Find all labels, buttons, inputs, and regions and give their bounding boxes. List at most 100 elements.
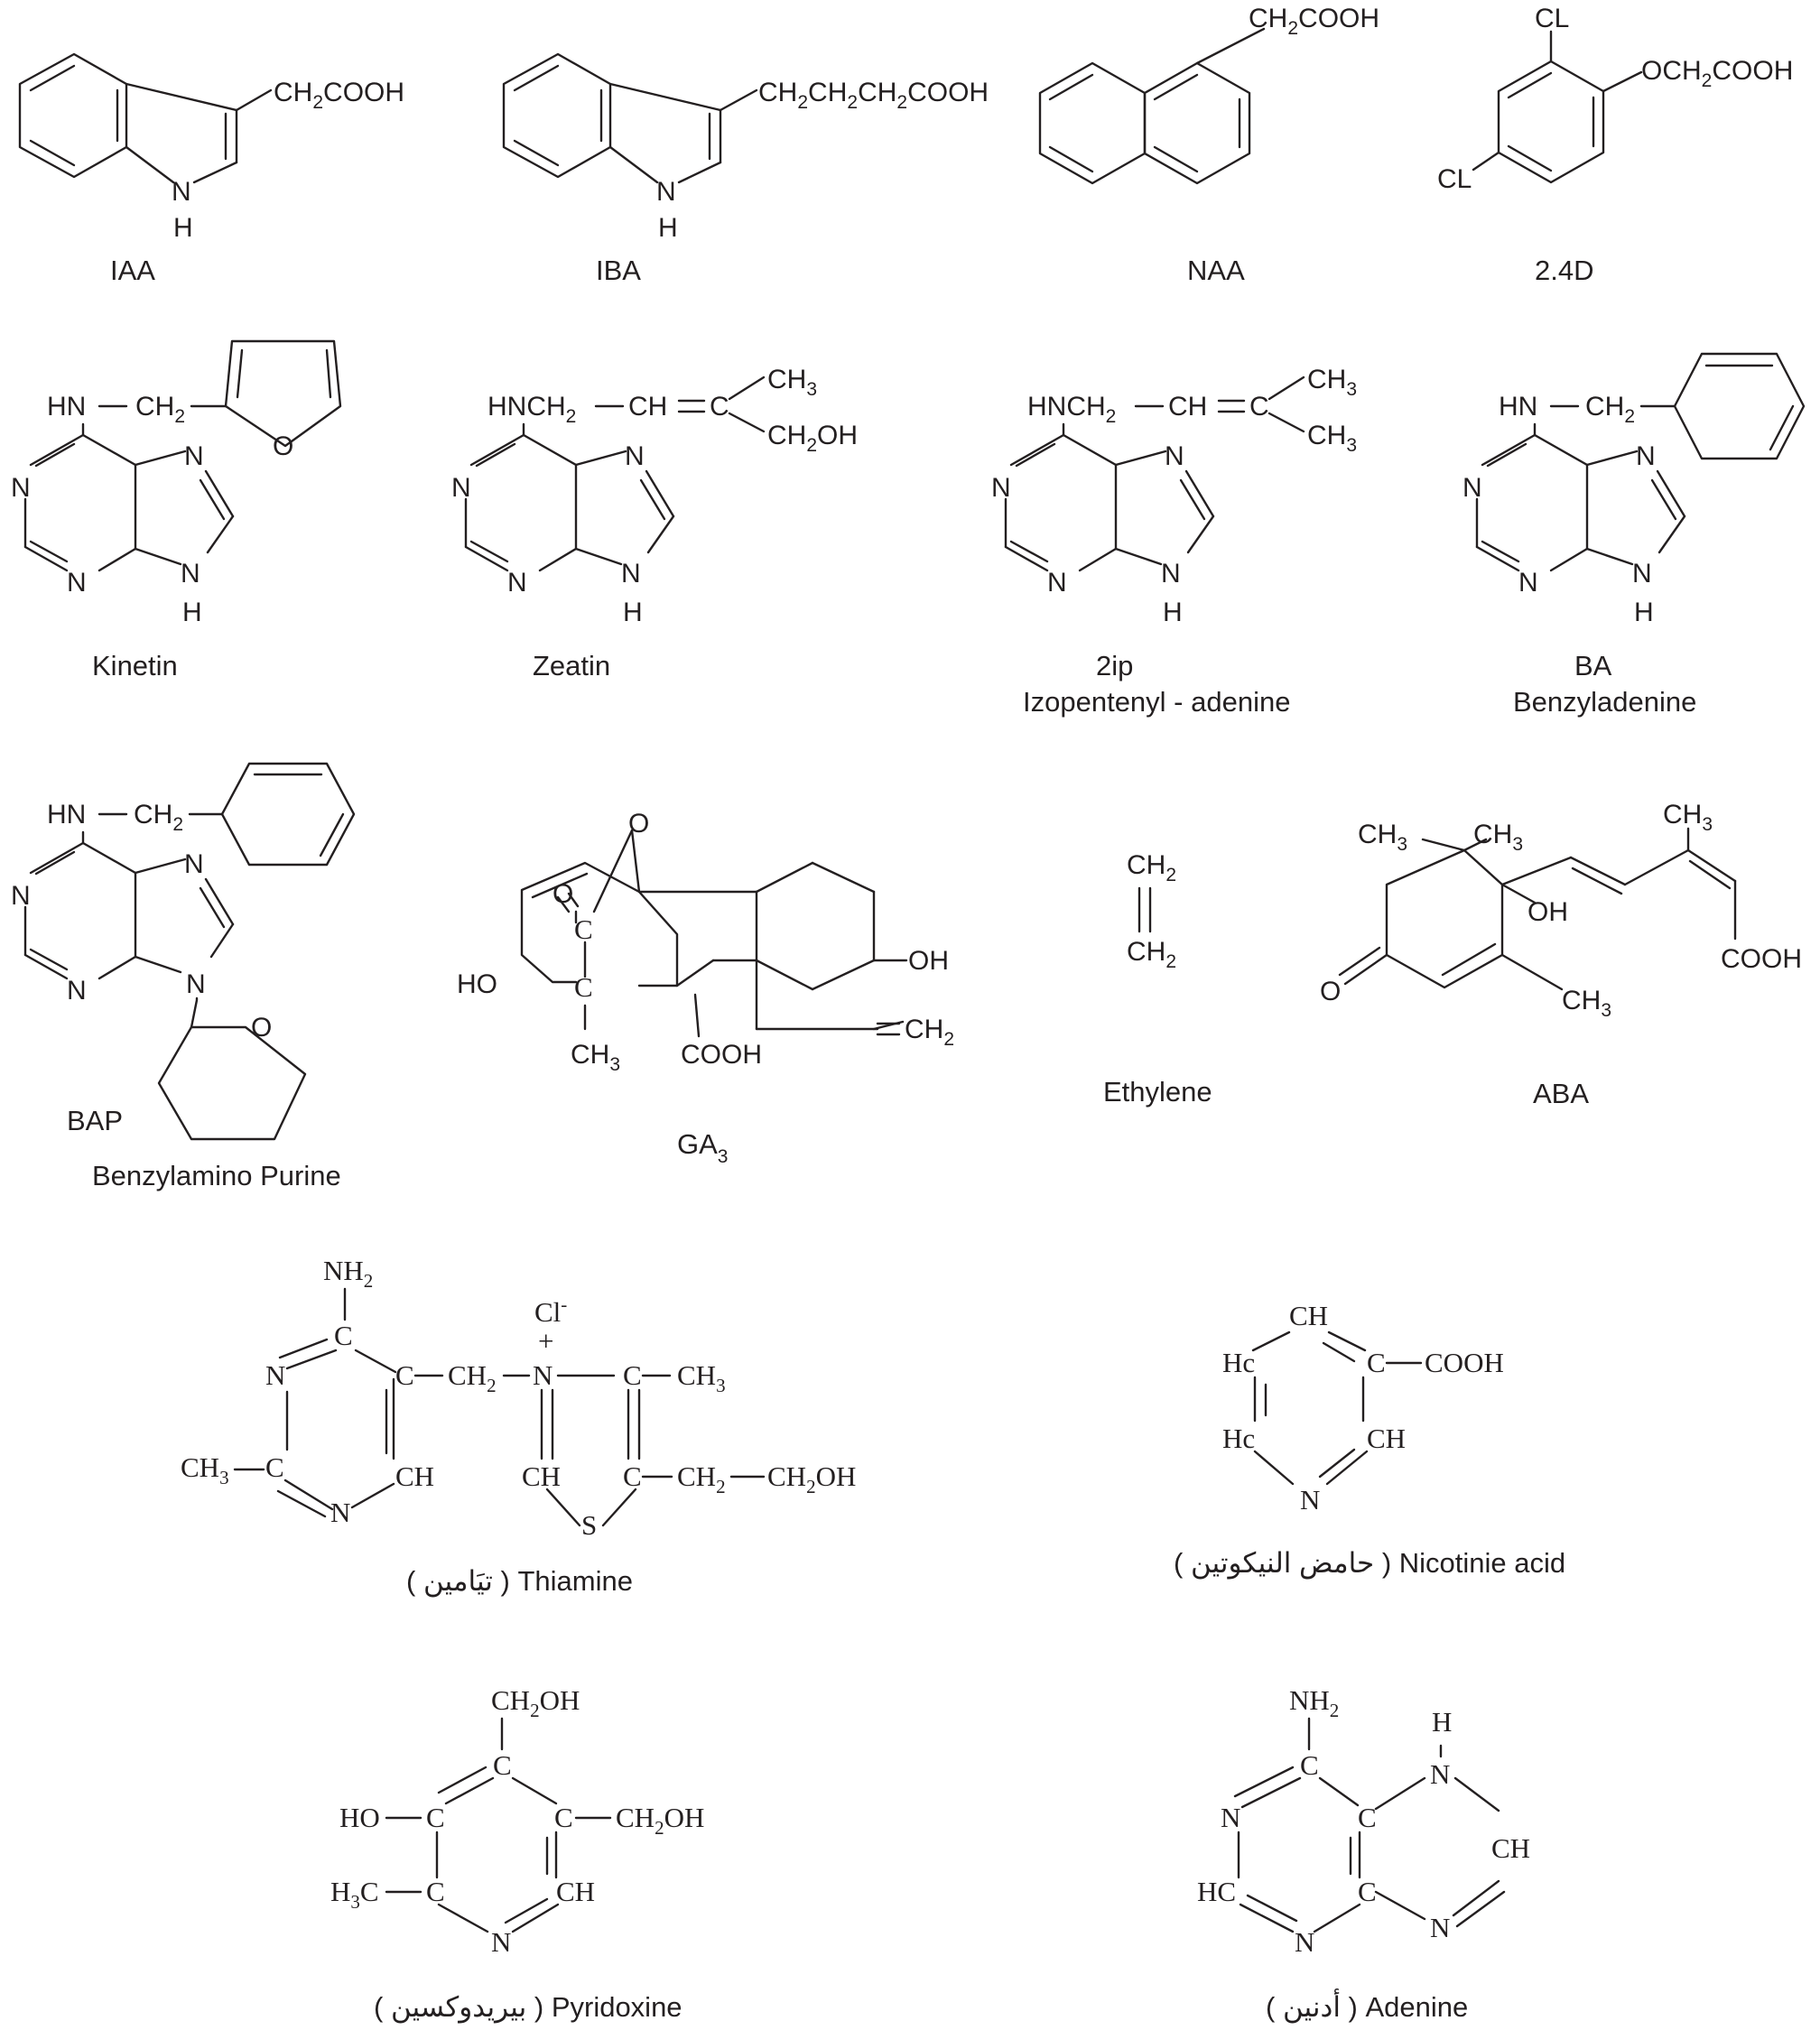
pyridoxine-c3: C — [426, 1802, 445, 1833]
nicotinic-c: C — [1367, 1347, 1386, 1378]
bap-ch2: CH2 — [134, 800, 183, 835]
aba-cooh: COOH — [1721, 944, 1802, 974]
2ip-ch: CH — [1168, 392, 1207, 422]
adenine-n1: N — [1221, 1802, 1240, 1833]
kinetin-n9-h: H — [182, 598, 202, 627]
24d-side-chain: OCH2COOH — [1641, 56, 1793, 91]
ba-n3: N — [1518, 568, 1538, 598]
thiamine-c2: C — [334, 1320, 353, 1351]
zeatin-n7: N — [625, 441, 645, 471]
iaa-n-label: N — [172, 177, 191, 207]
nicotinic-ch-top: CH — [1289, 1300, 1328, 1331]
kinetin-caption: Kinetin — [92, 650, 178, 681]
thiamine-caption: ( تيَامين ) Thiamine — [406, 1565, 633, 1598]
iaa-caption: IAA — [110, 255, 155, 286]
pyridoxine-h3c: H3C — [330, 1876, 379, 1913]
zeatin-ch: CH — [628, 392, 667, 422]
ga3-oh: OH — [908, 946, 949, 976]
ba-full-name: Benzyladenine — [1513, 686, 1696, 718]
adenine-n7: N — [1430, 1912, 1450, 1943]
pyridoxine-ho: HO — [339, 1802, 380, 1833]
thiamine-ch3: CH3 — [181, 1451, 229, 1488]
bap-n3: N — [67, 976, 87, 1006]
ethylene-caption: Ethylene — [1103, 1076, 1212, 1108]
iba-n-label: N — [656, 177, 676, 207]
thiamine-cl-charge: - — [561, 1293, 567, 1315]
thiamine-n-plus: N — [533, 1359, 552, 1391]
ga3-carbonyl-c: C — [574, 913, 593, 945]
thiamine-s: S — [581, 1509, 597, 1541]
adenine-c4: C — [1358, 1876, 1377, 1907]
ga3-ch3: CH3 — [571, 1040, 620, 1075]
pyridoxine-c2: C — [426, 1876, 445, 1907]
ethylene-structure: CH2 CH2 — [1127, 850, 1176, 972]
adenine-n9-h: H — [1432, 1706, 1452, 1738]
pyridoxine-n: N — [491, 1926, 511, 1958]
kinetin-ch2: CH2 — [135, 392, 185, 427]
ga3-carbonyl-o: O — [552, 879, 573, 909]
zeatin-caption: Zeatin — [533, 650, 610, 681]
ga3-caption-base: GA — [677, 1128, 718, 1160]
naa-structure: CH2COOH — [1038, 4, 1379, 185]
pyridoxine-ch: CH — [556, 1876, 595, 1907]
nicotinic-hc-b: Hc — [1222, 1423, 1255, 1454]
thiamine-plus: + — [538, 1325, 553, 1357]
ga3-ho: HO — [457, 969, 497, 999]
thiamine-c4: C — [395, 1359, 414, 1391]
zeatin-n3: N — [507, 568, 527, 598]
kinetin-n1: N — [11, 473, 31, 503]
2ip-ch3-top: CH3 — [1307, 365, 1357, 400]
pyridoxine-structure: CH2OH C HO C C CH2OH H3C C CH N — [330, 1684, 704, 1958]
naa-side-chain: CH2COOH — [1249, 4, 1379, 39]
ga3-quaternary-c: C — [574, 971, 593, 1003]
zeatin-ch3: CH3 — [767, 365, 817, 400]
adenine-n9: N — [1430, 1758, 1450, 1790]
zeatin-n9-h: H — [623, 598, 643, 627]
nicotinic-hc-a: Hc — [1222, 1347, 1255, 1378]
2ip-n9: N — [1161, 559, 1181, 589]
zeatin-structure: HNCH2 CH C CH3 CH2OH N N N N H — [451, 365, 858, 627]
kinetin-hn: HN — [47, 392, 86, 422]
ga3-ch2: CH2 — [905, 1015, 954, 1050]
nicotinic-n: N — [1300, 1484, 1320, 1516]
24d-cl-bottom: CL — [1437, 164, 1472, 194]
ga3-lactone-o: O — [628, 809, 649, 839]
2ip-c: C — [1249, 392, 1269, 422]
ba-n7: N — [1636, 441, 1656, 471]
ba-n1: N — [1462, 473, 1482, 503]
thiamine-c5: C — [623, 1460, 642, 1492]
2ip-hnch2: HNCH2 — [1027, 392, 1116, 427]
adenine-ch: CH — [1491, 1832, 1530, 1864]
adenine-hc: HC — [1197, 1876, 1236, 1907]
bap-hn: HN — [47, 800, 86, 830]
bap-full-name: Benzylamino Purine — [92, 1160, 341, 1191]
bap-structure: HN CH2 N N N N O — [11, 762, 356, 1141]
iba-caption: IBA — [596, 255, 641, 286]
thiamine-n1: N — [265, 1359, 285, 1391]
thiamine-cl-symbol: Cl — [534, 1296, 561, 1328]
kinetin-n9: N — [181, 559, 200, 589]
thiamine-n5: N — [330, 1497, 350, 1528]
ga3-caption: GA3 — [677, 1128, 728, 1167]
24d-structure: CL CL OCH2COOH — [1437, 4, 1793, 194]
ba-ch2: CH2 — [1585, 392, 1635, 427]
thiamine-cl: Cl- — [534, 1293, 567, 1328]
thiamine-ch2: CH2 — [448, 1359, 497, 1396]
2ip-full-name: Izopentenyl - adenine — [1023, 686, 1290, 718]
bap-thp-o: O — [251, 1013, 272, 1043]
zeatin-ch2oh: CH2OH — [767, 421, 858, 456]
2ip-caption: 2ip — [1096, 650, 1133, 681]
2ip-n9-h: H — [1163, 598, 1183, 627]
thiamine-ch-ring: CH — [522, 1460, 561, 1492]
aba-keto-o: O — [1320, 977, 1341, 1006]
adenine-c5: C — [1358, 1802, 1377, 1833]
zeatin-hnch2: HNCH2 — [488, 392, 576, 427]
aba-oh: OH — [1528, 897, 1568, 927]
adenine-caption: ( أدنين ) Adenine — [1266, 1988, 1468, 2024]
iaa-side-chain: CH2COOH — [274, 78, 404, 113]
thiamine-nh2: NH2 — [323, 1255, 373, 1292]
adenine-nh2: NH2 — [1289, 1684, 1339, 1721]
kinetin-n7: N — [184, 441, 204, 471]
pyridoxine-ch2oh-top: CH2OH — [491, 1684, 580, 1721]
